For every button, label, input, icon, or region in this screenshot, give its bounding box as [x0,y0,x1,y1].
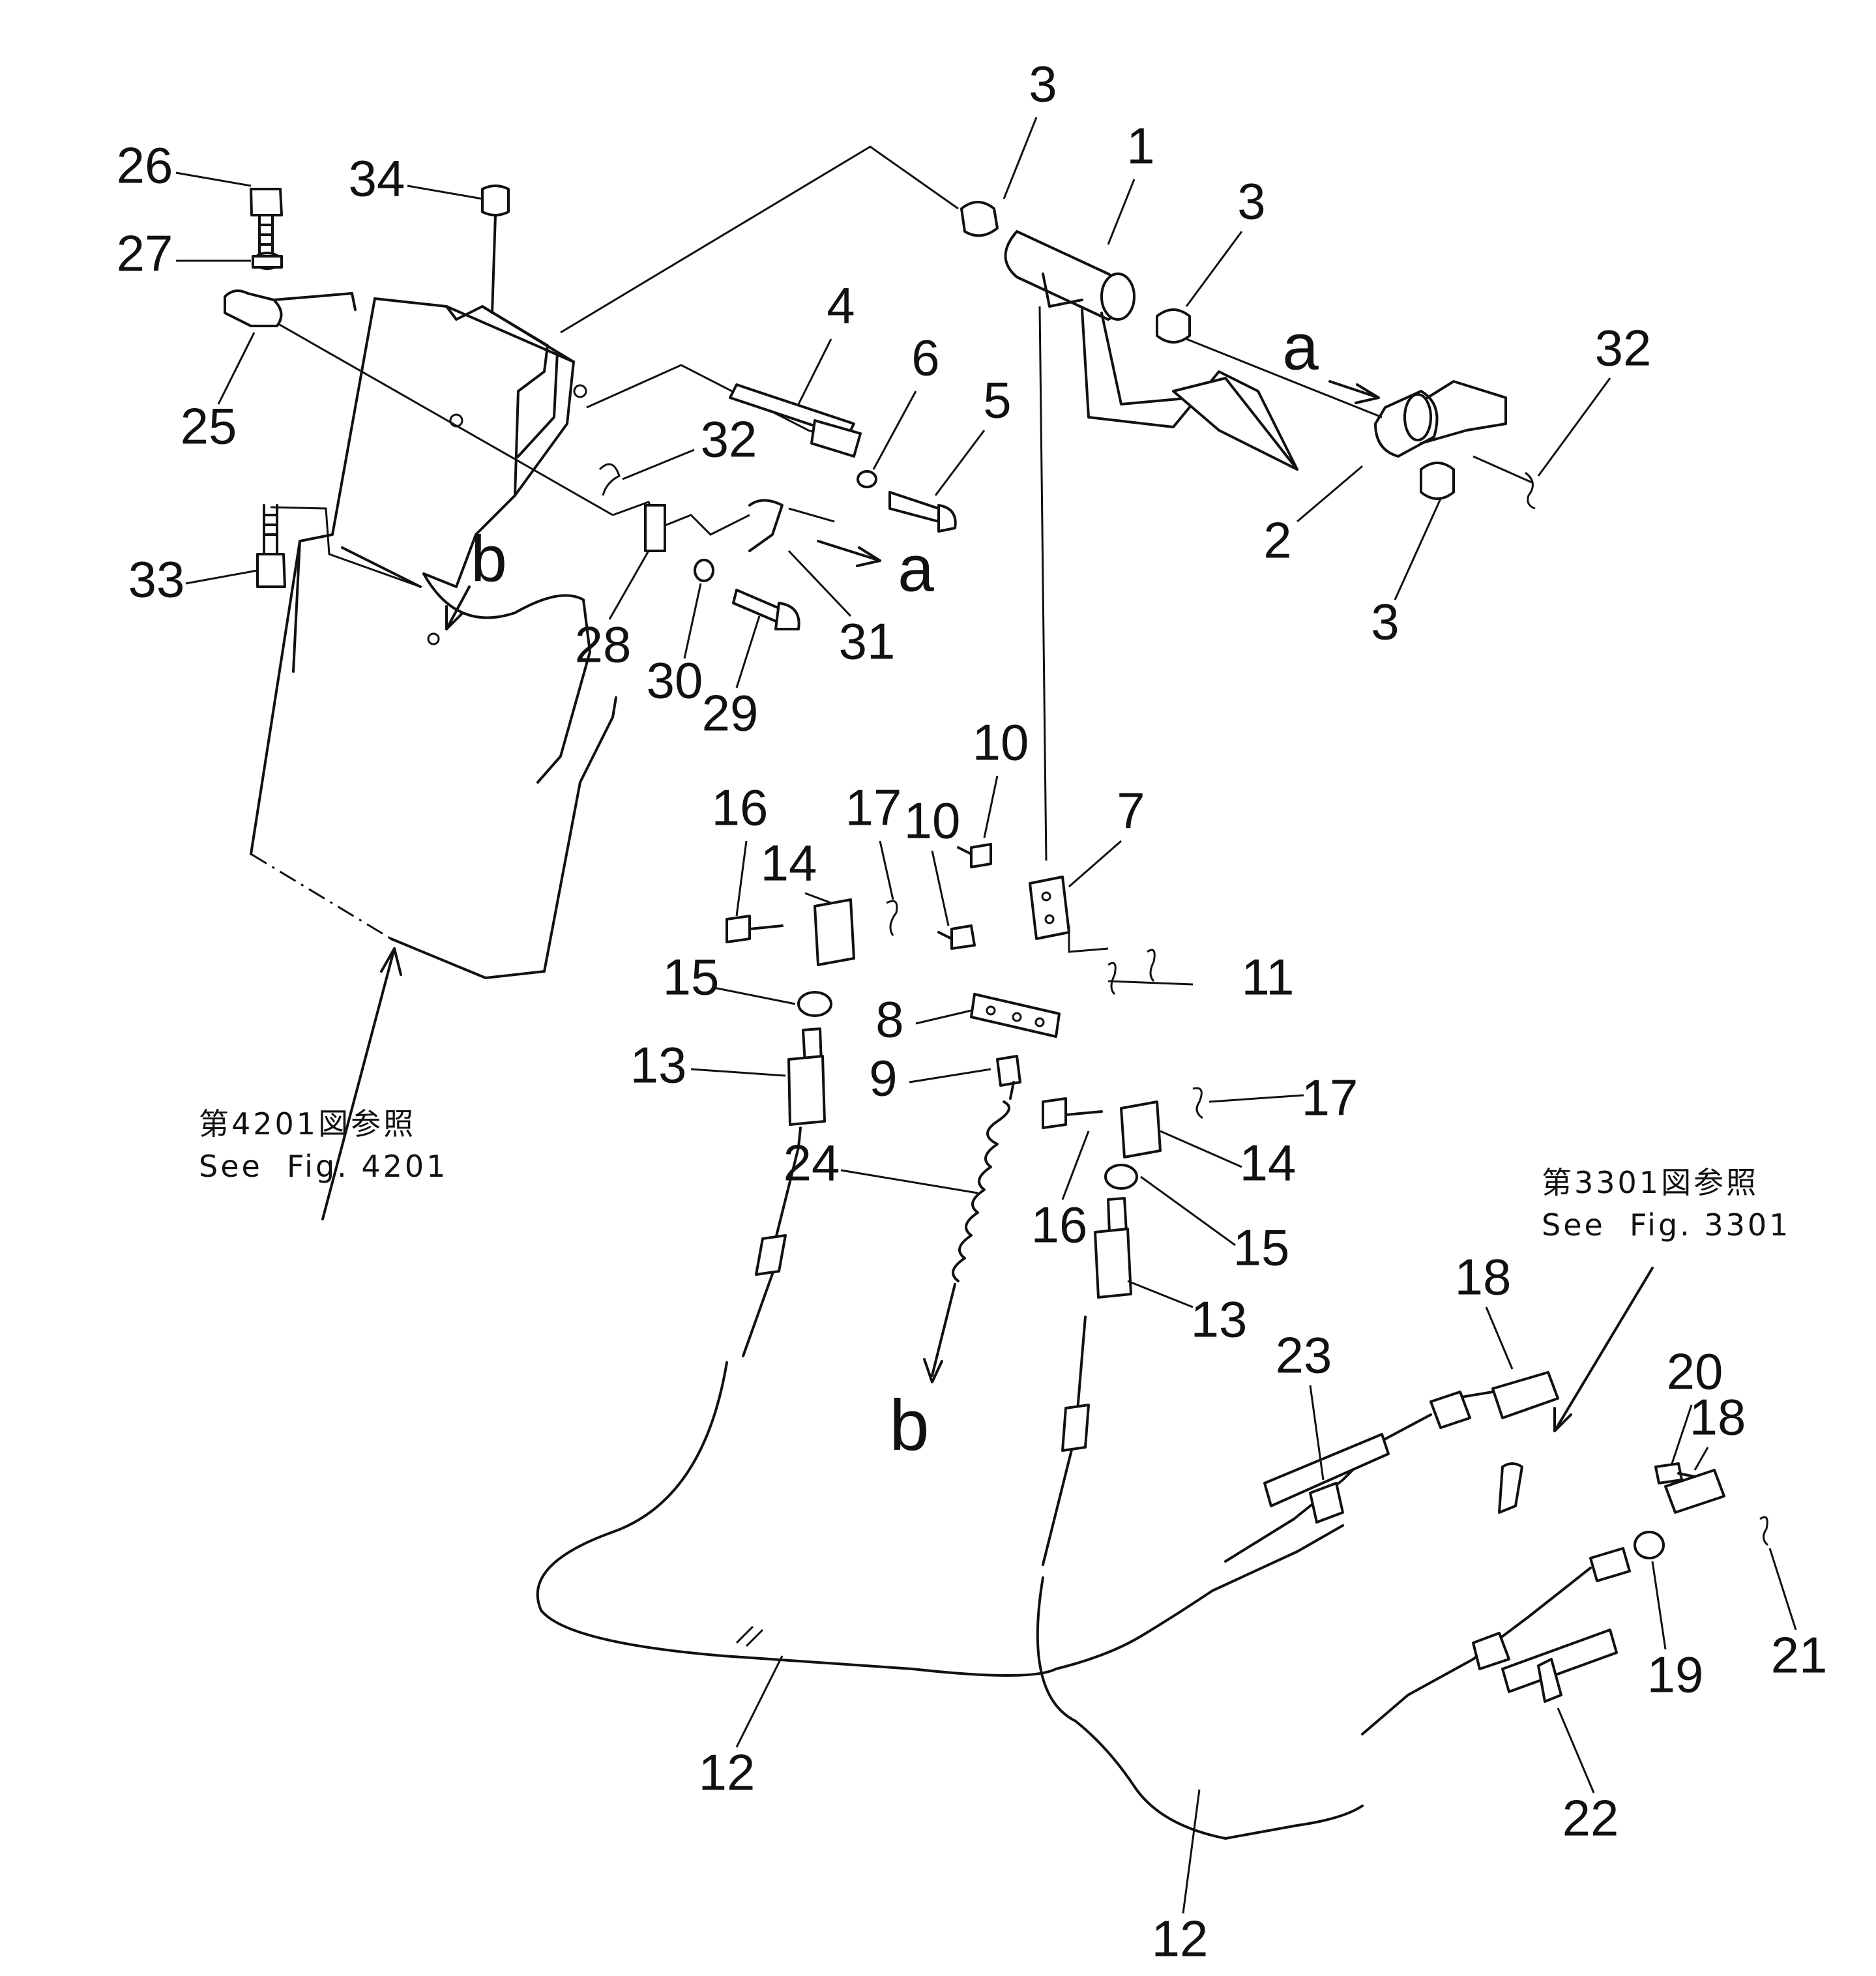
part-label: 27 [117,225,173,282]
reference-arrows [321,947,1654,1432]
part-label: 2 [1263,512,1291,569]
part-label: 8 [875,991,903,1048]
marker-letters: a a b b [471,310,1319,1466]
marker-a-left: a [898,532,934,605]
control-cables [536,1361,1364,1840]
part-label: 31 [839,613,896,670]
marker-b-top: b [471,522,507,595]
marker-arrows [445,380,1380,630]
part-label: 20 [1667,1343,1723,1400]
end-fittings [1224,1371,1769,1735]
part-label: 13 [630,1037,687,1094]
part-label: 10 [904,792,961,849]
pedal-assembly [1004,230,1507,471]
part-label: 12 [1152,1910,1209,1968]
part-label: 33 [128,551,185,608]
linkage-parts [725,843,1203,1566]
part-label: 30 [647,652,703,709]
part-labels: 1 2 3 3 3 4 5 6 7 8 9 10 10 11 12 12 13 … [117,55,1828,1968]
marker-b-bottom: b [889,1385,929,1466]
part-label: 28 [575,616,632,673]
cover-panel [250,297,617,979]
figure-reference-4201: 第4201図参照 See Fig. 4201 [199,1106,448,1184]
part-label: 3 [1371,593,1399,651]
figure-reference-3301: 第3301図参照 See Fig. 3301 [1542,1165,1791,1243]
small-hardware-left [224,184,510,588]
part-label: 18 [1455,1248,1512,1306]
part-label: 29 [702,685,759,742]
part-label: 21 [1771,1627,1828,1684]
spring [923,1100,1010,1383]
part-label: 9 [869,1050,897,1107]
part-label: 14 [761,834,817,892]
part-label: 15 [663,949,720,1006]
reference-line-en: See Fig. 3301 [1542,1207,1791,1243]
part-label: 12 [699,1744,755,1801]
part-label: 24 [784,1134,840,1192]
part-label: 32 [701,411,757,468]
bushing-group [960,201,1455,500]
part-label: 4 [827,277,855,334]
marker-a-right: a [1282,310,1319,383]
part-label: 14 [1240,1134,1297,1192]
part-label: 23 [1276,1327,1332,1384]
part-label: 5 [983,372,1011,429]
part-label: 3 [1029,55,1057,113]
part-label: 25 [181,398,237,455]
reference-line-en: See Fig. 4201 [199,1149,448,1184]
hardware-middle [598,383,1536,630]
part-label: 13 [1191,1291,1248,1348]
part-label: 26 [117,137,173,194]
part-label: 11 [1242,949,1295,1006]
part-label: 10 [973,714,1029,771]
part-label: 1 [1126,117,1154,175]
part-label: 32 [1595,319,1652,377]
part-label: 17 [845,779,902,836]
part-label: 7 [1117,782,1145,840]
part-label: 18 [1690,1389,1746,1446]
reference-line-jp: 第3301図参照 [1542,1165,1759,1200]
part-label: 19 [1647,1646,1704,1703]
part-label: 22 [1562,1790,1619,1847]
reference-line-jp: 第4201図参照 [199,1106,416,1142]
part-label: 34 [349,150,405,207]
part-label: 6 [911,329,939,387]
part-label: 15 [1233,1219,1290,1276]
part-label: 17 [1302,1069,1358,1127]
part-label: 16 [1031,1196,1088,1254]
part-label: 16 [712,779,769,836]
part-label: 3 [1237,173,1265,230]
